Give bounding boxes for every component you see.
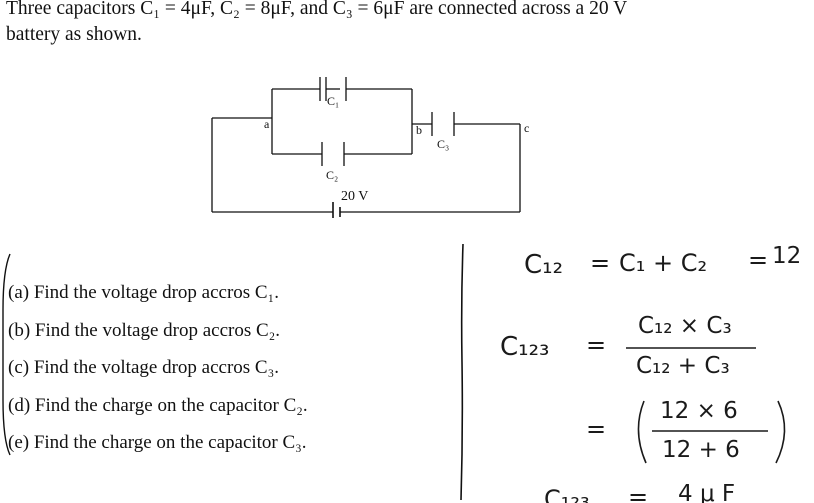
node-a-label: a — [264, 117, 270, 131]
bracket-mark — [2, 253, 11, 456]
question-a: (a) Find the voltage drop accros C₁. — [8, 282, 279, 303]
handwritten-work: C₁₂ = C₁ + C₂ = 12 C₁₂₃ = C₁₂ × C₃ C₁₂ +… — [500, 243, 801, 503]
problem-line-1: Three capacitors C₁ = 4μF, C₂ = 8μF, and… — [6, 0, 628, 19]
eq3-paren-right — [775, 400, 786, 464]
question-list: (a) Find the voltage drop accros C₁. (b)… — [8, 274, 308, 462]
eq3-numerator: 12 × 6 — [660, 398, 738, 424]
eq4-equals: = — [628, 483, 648, 503]
eq1-value: 12 — [772, 243, 801, 269]
question-c: (c) Find the voltage drop accros C₃. — [8, 357, 279, 378]
eq2-denominator: C₁₂ + C₃ — [636, 353, 730, 379]
node-b-label: b — [416, 123, 422, 137]
problem-statement: Three capacitors C₁ = 4μF, C₂ = 8μF, and… — [6, 0, 811, 48]
eq1-rhs: C₁ + C₂ — [619, 249, 707, 277]
eq1-lhs: C₁₂ — [524, 250, 563, 280]
eq2-numerator: C₁₂ × C₃ — [638, 313, 732, 339]
eq1-equals-2: = — [748, 246, 768, 274]
handwritten-divider — [460, 243, 464, 501]
c3-label: C₃ — [437, 137, 449, 151]
question-d: (d) Find the charge on the capacitor C₂. — [8, 394, 308, 416]
eq3-paren-left — [637, 400, 647, 464]
eq4-value: 4 μ F — [678, 481, 735, 503]
eq2-lhs: C₁₂₃ — [500, 332, 549, 362]
c2-label: C₂ — [326, 168, 338, 182]
circuit-diagram: a b c C₁ C₂ C₃ 20 V — [211, 77, 529, 218]
eq3-equals: = — [586, 415, 606, 443]
c1-label: C₁ — [327, 94, 339, 108]
eq4-lhs: C₁₂₃ — [544, 485, 590, 503]
problem-line-2: battery as shown. — [6, 24, 142, 45]
eq3-denominator: 12 + 6 — [662, 437, 740, 463]
battery-label: 20 V — [341, 189, 368, 204]
eq1-equals: = — [590, 249, 610, 277]
question-e: (e) Find the charge on the capacitor C₃. — [8, 432, 307, 453]
question-b: (b) Find the voltage drop accros C₂. — [8, 319, 281, 341]
eq2-equals: = — [586, 331, 606, 359]
node-c-label: c — [524, 121, 529, 135]
